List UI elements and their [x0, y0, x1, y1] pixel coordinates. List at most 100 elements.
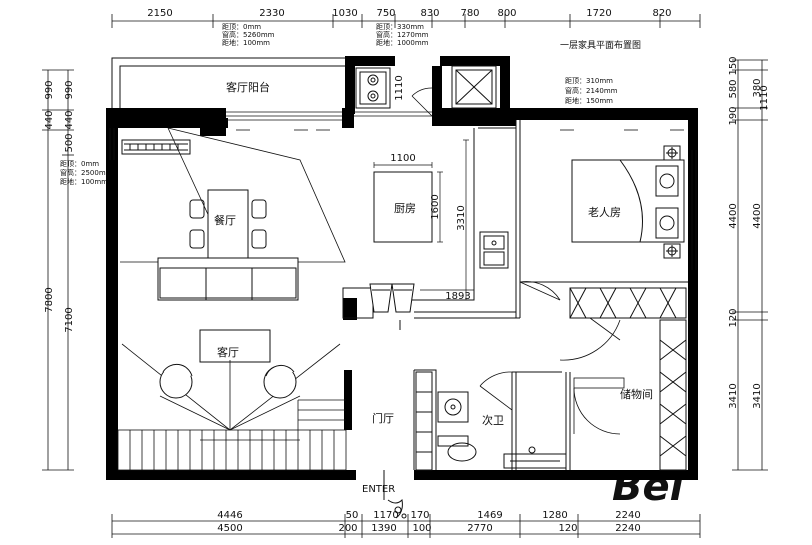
- top-dim-label: 2330: [259, 8, 284, 19]
- left-dim-label: 500: [64, 133, 75, 152]
- top-dimension-chain: [111, 14, 701, 28]
- bottom-dimension-labels-row1: 4446 50 1170 170 1469 1280 2240: [217, 510, 640, 521]
- kitchen-width-dim: 1100: [390, 153, 415, 164]
- bottom-dim-label: 4446: [217, 510, 242, 521]
- foyer-door-arc: [559, 317, 621, 361]
- top-dim-label: 1030: [332, 8, 357, 19]
- bottom-dim-label: 2240: [615, 523, 640, 534]
- bottom-dim-label: 170: [410, 510, 429, 521]
- kitchen-window-note: 距顶：330mm 窗高：1270mm 距地：1000mm: [376, 23, 429, 47]
- note-line: 窗高：1270mm: [376, 30, 429, 39]
- wall-lamps: [663, 145, 681, 259]
- kitchen-depth-dim: 1600: [430, 194, 441, 219]
- bath-door-arc: [479, 371, 513, 411]
- left-dim-label: 7100: [64, 307, 75, 332]
- room-label-foyer: 门厅: [372, 411, 394, 425]
- balcony-door-arc: [411, 87, 433, 117]
- bath-vanity: [437, 391, 469, 423]
- note-line: 距地：1000mm: [376, 38, 429, 47]
- top-dim-label: 800: [497, 8, 516, 19]
- windows: [109, 111, 697, 270]
- shower-tray: [503, 446, 567, 469]
- dining-chairs: [189, 199, 267, 249]
- note-line: 距地：150mm: [565, 96, 613, 105]
- bottom-dim-label: 2240: [615, 510, 640, 521]
- storage-shelves: [415, 319, 687, 471]
- room-label-storage: 储物间: [620, 387, 653, 401]
- bottom-dim-label: 1170: [373, 510, 398, 521]
- bottom-dimension-labels-row2: 4500 200 1390 100 2770 120 2240: [217, 523, 640, 534]
- top-dim-label: 1720: [586, 8, 611, 19]
- toilet: [437, 435, 477, 462]
- room-label-living-balcony: 客厅阳台: [226, 80, 270, 94]
- note-line: 距地：100mm: [222, 38, 270, 47]
- entry-arrow-icon: [383, 470, 407, 519]
- top-dim-label: 820: [652, 8, 671, 19]
- staircase: [117, 399, 347, 471]
- walls: [106, 56, 698, 480]
- bottom-dim-label: 50: [346, 510, 359, 521]
- bottom-dim-label: 120: [558, 523, 577, 534]
- room-label-dining: 餐厅: [214, 213, 236, 227]
- bottom-dim-label: 100: [412, 523, 431, 534]
- kitchen-sink: [479, 231, 509, 269]
- note-line: 距顶：0mm: [222, 23, 261, 31]
- thin-walls: [111, 57, 688, 470]
- right-dim-label: 3410: [728, 383, 739, 408]
- elder-window-note: 距顶：310mm 窗高：2140mm 距地：150mm: [565, 77, 618, 105]
- kitchen-stools: [369, 283, 415, 313]
- armchair-right: [263, 364, 297, 399]
- right-dim-label: 4400: [752, 203, 763, 228]
- left-dim-label: 440: [64, 110, 75, 129]
- kitchen-dim-lines: [373, 139, 474, 300]
- right-dim-label: 190: [728, 106, 739, 125]
- left-dim-label: 7800: [44, 287, 55, 312]
- dining-table: [207, 189, 249, 259]
- right-dimension-labels: 150 580 190 4400 120 3410 380 1110 4400 …: [728, 56, 763, 408]
- right-dim-label: 4400: [728, 203, 739, 228]
- drawing-title: 一层家具平面布置图: [560, 39, 641, 51]
- elder-wardrobe: [569, 287, 687, 319]
- balcony-window-note: 距顶：0mm 窗高：5260mm 距地：100mm: [222, 23, 275, 47]
- note-line: 距顶：330mm: [376, 23, 424, 31]
- note-line: 窗高：2140mm: [565, 86, 618, 95]
- note-line: 距顶：0mm: [60, 160, 99, 168]
- storage-door: [573, 377, 625, 435]
- note-line: 距顶：310mm: [565, 77, 613, 85]
- coffee-table: [199, 329, 271, 363]
- right-dim-label: 580: [728, 79, 739, 98]
- left-dimension-lines: [42, 69, 74, 471]
- left-dim-label: 990: [44, 80, 55, 99]
- piano: [121, 139, 191, 155]
- entry-label: ENTER: [362, 484, 395, 495]
- right-dim-label: 150: [728, 56, 739, 75]
- room-label-kitchen: 厨房: [394, 202, 416, 215]
- bed: [571, 159, 685, 243]
- right-dim-label: 120: [728, 308, 739, 327]
- gas-stove: [355, 67, 391, 109]
- bottom-dim-label: 1280: [542, 510, 567, 521]
- bottom-dim-label: 2770: [467, 523, 492, 534]
- elder-door-arc: [519, 281, 561, 301]
- right-dim-label: 380: [752, 78, 763, 97]
- counter-run-dim: 1893: [445, 291, 470, 302]
- bottom-dim-label: 1390: [371, 523, 396, 534]
- bottom-dim-label: 4500: [217, 523, 242, 534]
- room-label-living: 客厅: [217, 345, 239, 359]
- kitchen-island: [373, 171, 433, 243]
- top-dimension-labels: 2150 2330 1030 750 830 780 800 1720 820: [147, 8, 671, 19]
- armchair-left: [159, 363, 193, 399]
- right-dim-label: 1110: [759, 85, 770, 110]
- nightstands: [655, 165, 679, 239]
- sofa: [157, 257, 299, 301]
- top-dim-label: 780: [460, 8, 479, 19]
- top-dim-label: 750: [376, 8, 395, 19]
- top-dim-label: 830: [420, 8, 439, 19]
- balcony-depth-dim: 1110: [394, 75, 405, 100]
- room-label-elder-room: 老人房: [588, 206, 621, 219]
- shaft-box: [451, 65, 497, 109]
- room-label-second-bath: 次卫: [482, 413, 504, 427]
- note-line: 窗高：2500mm: [60, 168, 113, 177]
- left-dim-label: 440: [44, 110, 55, 129]
